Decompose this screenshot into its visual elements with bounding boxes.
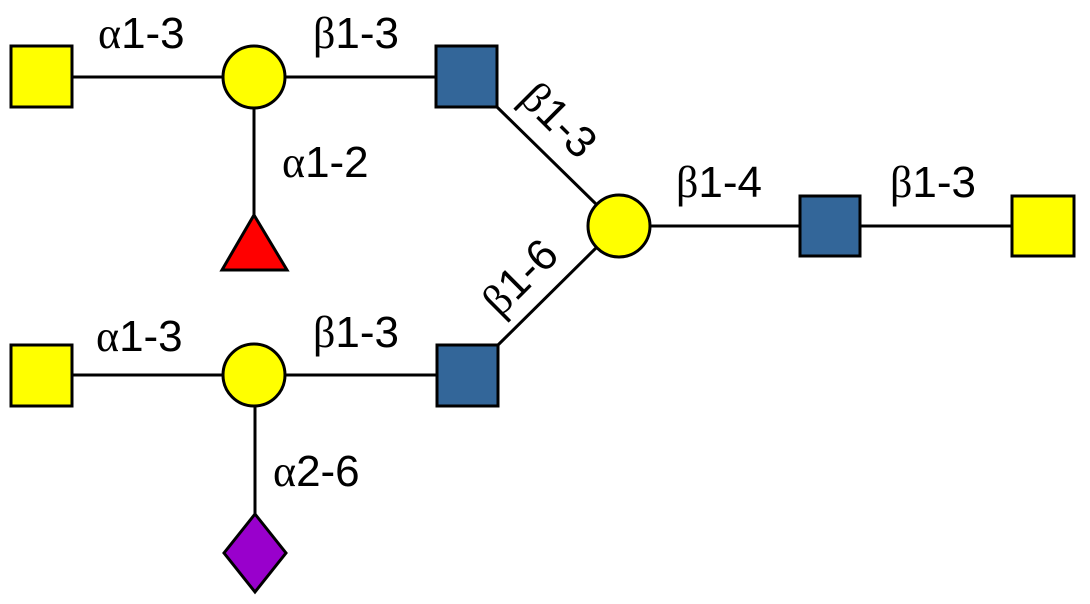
glcnac-top-square: [434, 44, 499, 109]
label-bottom-neu: α2-6: [273, 447, 360, 496]
label-top-mid: β1-3: [313, 9, 399, 58]
galnac-top-left-square: [9, 44, 74, 109]
gal-core-circle: [586, 193, 652, 259]
label-reducing-end: β1-3: [890, 158, 976, 207]
label-top-fuc: α1-2: [282, 138, 369, 187]
glcnac-bottom-square: [435, 343, 500, 408]
bond-top-branch: [495, 105, 599, 207]
galnac-bottom-left-square: [9, 343, 74, 408]
neu5ac-bottom-diamond: [222, 511, 288, 595]
label-core-right: β1-4: [676, 158, 762, 207]
gal-bottom-circle: [221, 342, 287, 408]
label-bottom-mid: β1-3: [313, 308, 399, 357]
bond-bottom-branch: [496, 245, 599, 347]
label-top-branch: β1-3: [511, 72, 606, 167]
galnac-reducing-end-square: [1010, 194, 1076, 258]
label-top-left: α1-3: [98, 9, 185, 58]
label-bottom-left: α1-3: [96, 312, 183, 361]
gal-top-circle: [221, 44, 287, 110]
glcnac-core-square: [798, 194, 862, 258]
label-bottom-branch: β1-6: [472, 230, 567, 325]
fuc-top-triangle: [219, 212, 290, 272]
